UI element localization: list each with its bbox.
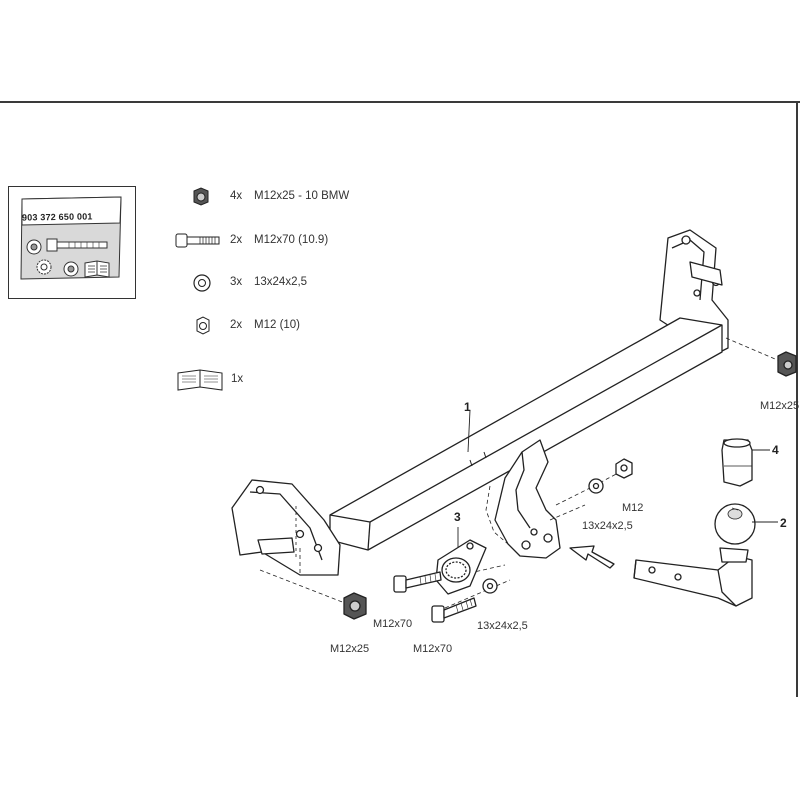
parts-spec: M12 (10) <box>254 319 301 331</box>
parts-spec: M12x70 (10.9) <box>254 234 329 246</box>
top-divider-line <box>0 101 800 103</box>
upper-bolt <box>393 571 442 593</box>
part-number-1: 1 <box>464 400 471 414</box>
callout-washer-lower: 13x24x2,5 <box>477 620 528 632</box>
towball-neck <box>633 547 753 607</box>
flange-nut-icon <box>193 187 209 206</box>
towball <box>714 503 756 545</box>
hex-nut-icon <box>196 316 210 335</box>
part-number-2: 2 <box>780 516 787 530</box>
small-hex-nut <box>615 458 633 479</box>
parts-qty: 3x <box>230 276 243 288</box>
parts-spec: 13x24x2,5 <box>254 276 308 288</box>
callout-bolt-lower: M12x70 <box>413 643 453 655</box>
parts-qty: 2x <box>230 234 243 246</box>
kit-hex-nut-icon <box>63 261 79 277</box>
parts-qty: 4x <box>230 190 243 202</box>
manual-book-icon <box>177 369 223 391</box>
part-number-3: 3 <box>454 510 461 524</box>
receiver-plate <box>485 439 561 559</box>
kit-washer-icon <box>36 259 52 275</box>
callout-bolt-upper: M12x70 <box>373 618 413 630</box>
kit-book-icon <box>84 260 110 278</box>
kit-bolt-icon <box>46 238 108 252</box>
bracket-3-collar <box>435 539 487 595</box>
parts-qty: 1x <box>231 373 244 385</box>
lower-washer <box>482 578 498 594</box>
callout-nut-left: M12x25 <box>330 643 370 655</box>
left-flange-nut <box>343 592 367 620</box>
direction-arrow <box>569 545 615 569</box>
washer-icon <box>193 274 211 292</box>
right-flange-nut <box>777 351 797 377</box>
kit-package-box <box>8 186 136 299</box>
leader-lines <box>457 409 778 548</box>
parts-qty: 2x <box>230 319 243 331</box>
kit-bag-illustration <box>20 196 122 280</box>
callout-small-nut: M12 <box>622 502 644 514</box>
parts-spec: M12x25 - 10 BMW <box>254 190 350 202</box>
callout-nut-right: M12x25 <box>760 400 800 412</box>
upper-washer <box>588 478 604 494</box>
callout-washer-upper: 13x24x2,5 <box>582 520 633 532</box>
left-mounting-bracket <box>231 479 341 576</box>
bolt-icon <box>175 233 220 248</box>
right-divider-line <box>796 103 798 697</box>
kit-nut-icon <box>26 239 42 255</box>
lower-bolt <box>431 597 477 623</box>
towball-cap <box>721 438 753 487</box>
part-number-4: 4 <box>772 443 779 457</box>
